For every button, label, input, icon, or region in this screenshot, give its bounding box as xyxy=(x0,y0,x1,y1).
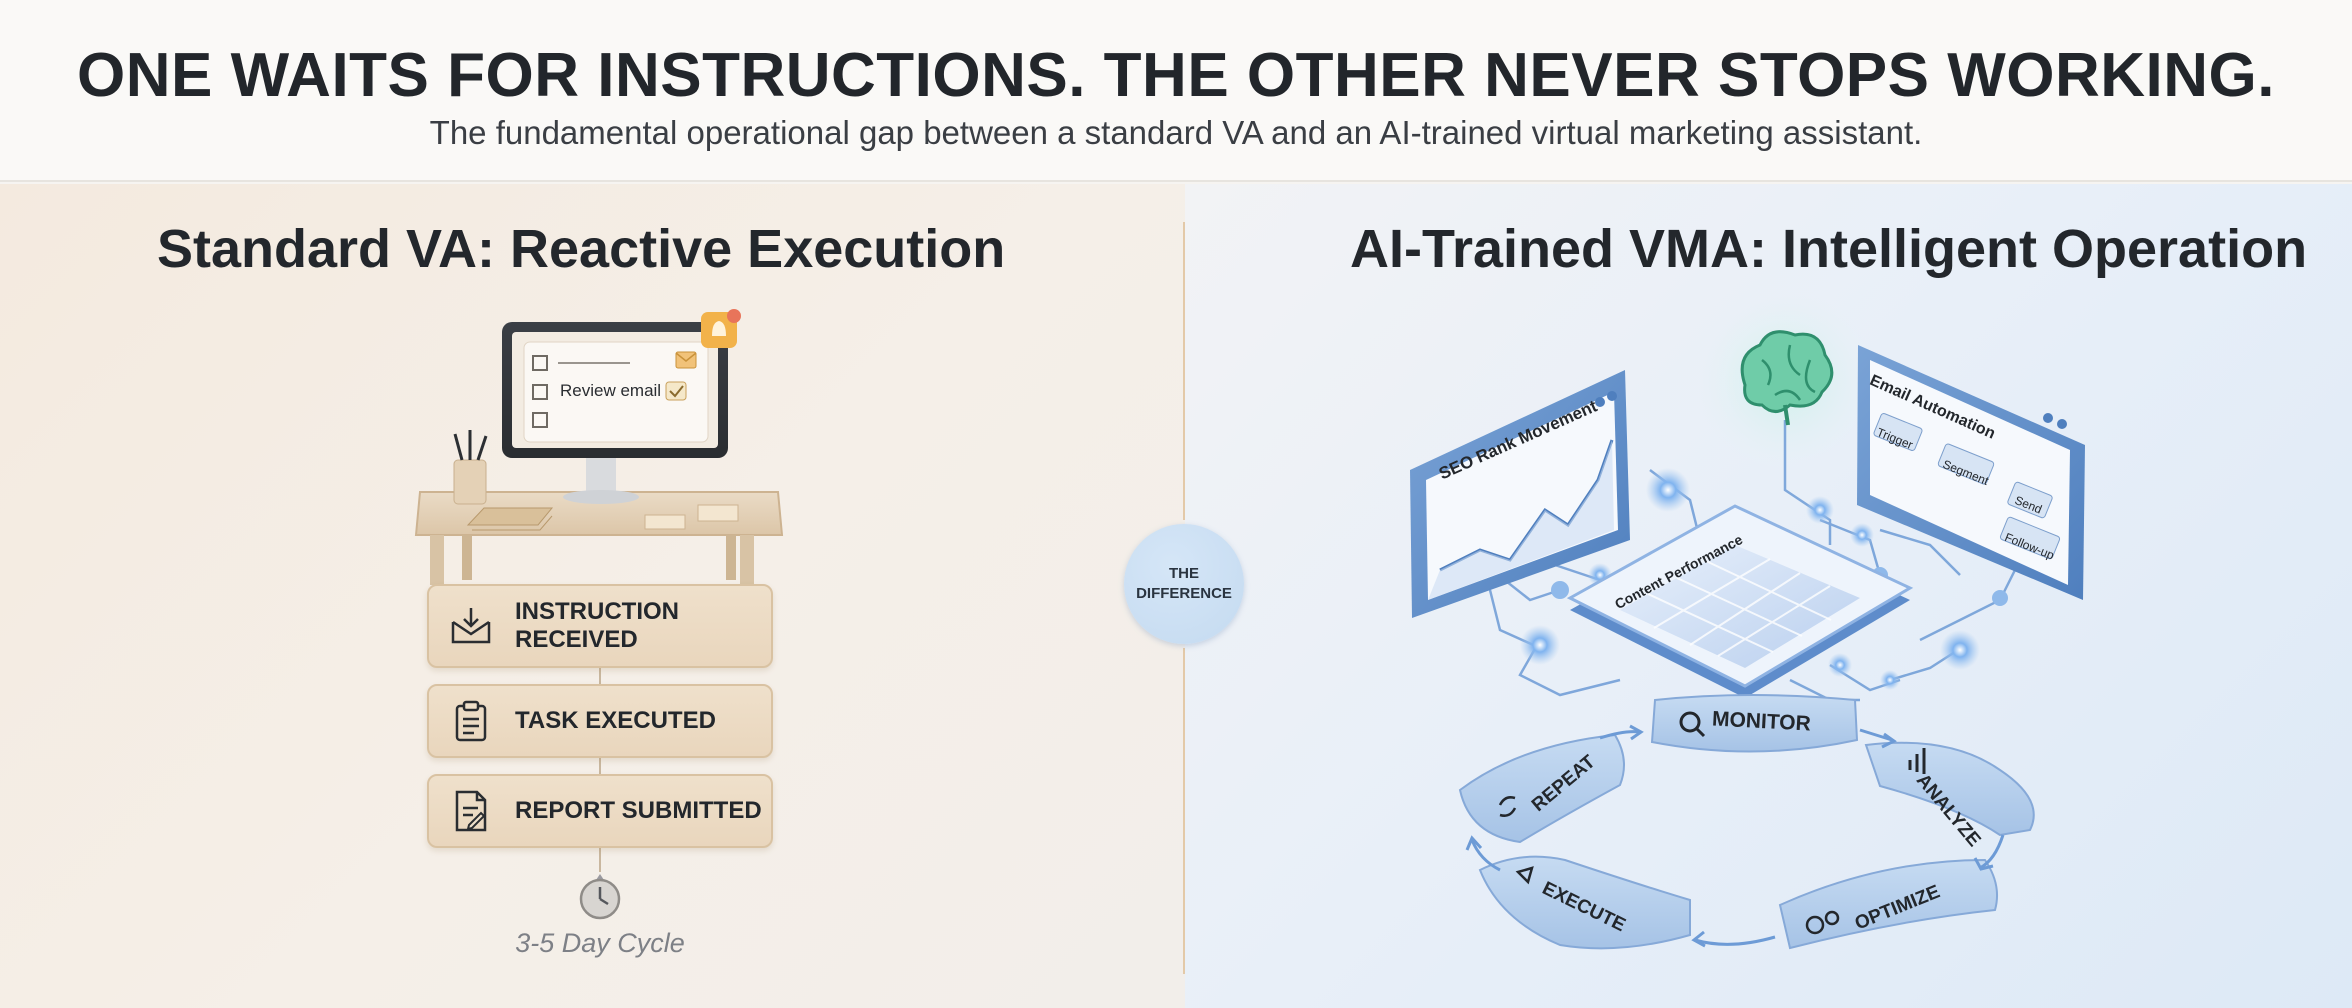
clock-icon xyxy=(579,874,621,920)
flow-connector xyxy=(599,668,601,684)
step-label: RECEIVED xyxy=(515,626,638,653)
header: ONE WAITS FOR INSTRUCTIONS. THE OTHER NE… xyxy=(0,0,2352,182)
monitor-task-label: Review email xyxy=(560,381,662,400)
badge-line: THE xyxy=(1169,564,1199,582)
seo-panel xyxy=(1410,370,1630,618)
badge-line: DIFFERENCE xyxy=(1136,585,1232,602)
operation-loop xyxy=(1458,694,2035,950)
subheadline: The fundamental operational gap between … xyxy=(429,114,1923,151)
clipboard-icon xyxy=(455,700,487,742)
cycle-duration: 3-5 Day Cycle xyxy=(515,928,685,958)
step-report-submitted: REPORT SUBMITTED xyxy=(427,774,773,848)
bar-chart-icon xyxy=(1908,748,1926,774)
inbox-download-icon xyxy=(451,608,491,644)
divider-line xyxy=(1183,648,1185,974)
standard-va-title: Standard VA: Reactive Execution xyxy=(157,219,1006,279)
step-label: REPORT SUBMITTED xyxy=(515,797,762,825)
flow-connector xyxy=(599,848,601,872)
headline: ONE WAITS FOR INSTRUCTIONS. THE OTHER NE… xyxy=(77,41,2275,110)
step-label: INSTRUCTION xyxy=(515,598,679,626)
divider-line xyxy=(1183,222,1185,520)
ai-vma-title: AI-Trained VMA: Intelligent Operation xyxy=(1350,219,2308,279)
loop-step-monitor: MONITOR xyxy=(1711,707,1812,736)
flow-connector xyxy=(599,758,601,774)
desk-illustration xyxy=(414,309,784,585)
difference-badge: THE DIFFERENCE xyxy=(1124,524,1244,644)
content-performance-panel xyxy=(1566,504,1914,698)
search-icon xyxy=(1679,711,1701,733)
document-edit-icon xyxy=(455,790,487,832)
refresh-icon xyxy=(1498,796,1517,817)
brain-icon xyxy=(1740,330,1834,426)
gears-icon xyxy=(1805,910,1840,935)
step-task-executed: TASK EXECUTED xyxy=(427,684,773,758)
step-label: TASK EXECUTED xyxy=(515,707,716,735)
execute-icon xyxy=(1515,866,1534,885)
email-automation-panel xyxy=(1857,345,2085,600)
step-instruction-received: INSTRUCTION RECEIVED xyxy=(427,584,773,668)
